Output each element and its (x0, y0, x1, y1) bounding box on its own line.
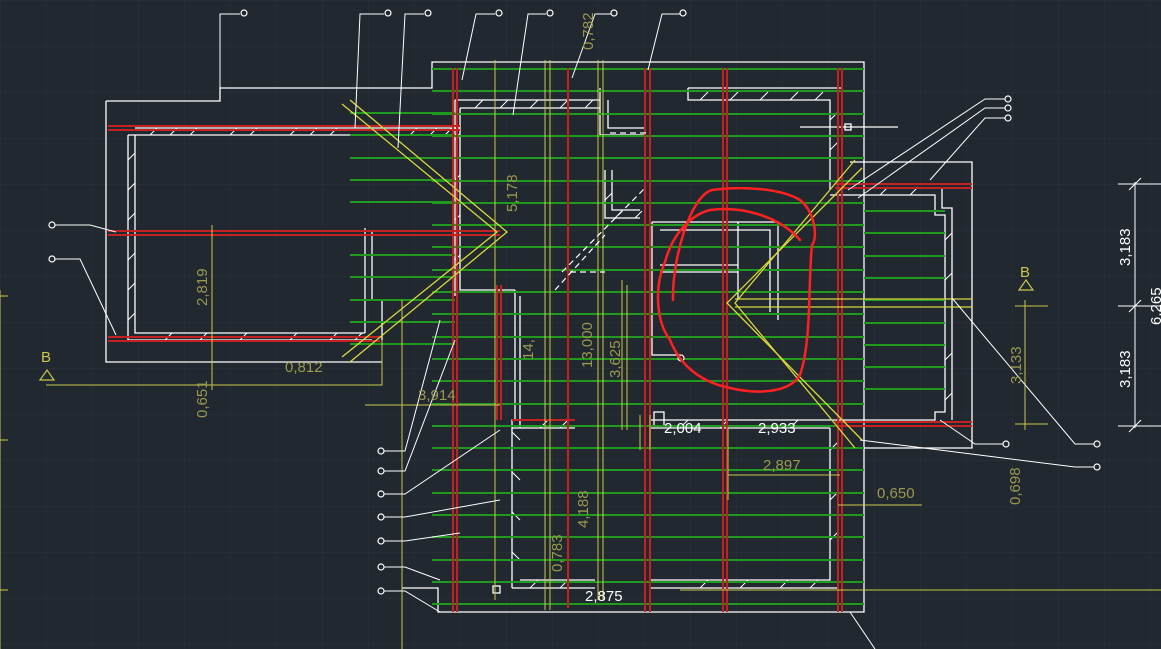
dim-2819: 2,819 (194, 268, 211, 306)
leader-marker (495, 9, 503, 17)
dim-0650: 0,650 (877, 485, 915, 502)
leader-marker (1093, 440, 1101, 448)
dim-13000: 13,000 (579, 322, 596, 368)
leader-marker (377, 447, 385, 455)
beams (108, 68, 1161, 612)
dim-2004: 2,004 (664, 420, 702, 437)
dim-2933: 2,933 (758, 420, 796, 437)
right-dimension-chain (1118, 177, 1161, 433)
dim-3625: 3,625 (607, 340, 624, 378)
dim-2897: 2,897 (763, 457, 801, 474)
leader-marker (1093, 463, 1101, 471)
dim-2875: 2,875 (585, 588, 623, 605)
section-mark-right: B (1020, 264, 1030, 281)
section-mark-left: B (41, 349, 51, 366)
leader-marker (1004, 95, 1012, 103)
leader-marker (1004, 104, 1012, 112)
dim-3183-upper: 3,183 (1117, 228, 1134, 266)
leader-marker (240, 9, 248, 17)
leader-marker (377, 563, 385, 571)
leader-marker (377, 537, 385, 545)
leader-marker (377, 467, 385, 475)
leader-marker (546, 9, 554, 17)
leader-marker (48, 221, 56, 229)
leader-marker (424, 9, 432, 17)
dim-0698: 0,698 (1007, 467, 1024, 505)
dim-0782: 0,782 (580, 12, 597, 50)
leader-marker (377, 490, 385, 498)
dim-14: 14, (520, 339, 537, 360)
floor-joists (350, 68, 945, 605)
dim-3183-lower: 3,183 (1117, 350, 1134, 388)
leader-marker (48, 255, 56, 263)
leader-markers (48, 9, 1101, 595)
section-markers (38, 278, 1035, 381)
leader-marker (610, 9, 618, 17)
leader-marker (384, 9, 392, 17)
red-markup-circle (656, 186, 817, 393)
dim-0812: 0,812 (285, 359, 323, 376)
dim-3133: 3,133 (1008, 346, 1025, 384)
dim-5178: 5,178 (504, 174, 521, 212)
leader-marker (377, 587, 385, 595)
leader-lines (54, 13, 1095, 649)
dim-0651: 0,651 (194, 380, 211, 418)
dim-6265: 6,265 (1148, 287, 1161, 325)
leader-marker (1002, 440, 1010, 448)
leader-marker (1004, 114, 1012, 122)
dim-4188: 4,188 (575, 490, 592, 528)
leader-marker (679, 9, 687, 17)
leader-marker (377, 513, 385, 521)
dashed-lines (554, 132, 648, 291)
dim-0783: 0,783 (549, 534, 566, 572)
dim-3914: 3,914 (418, 387, 456, 404)
